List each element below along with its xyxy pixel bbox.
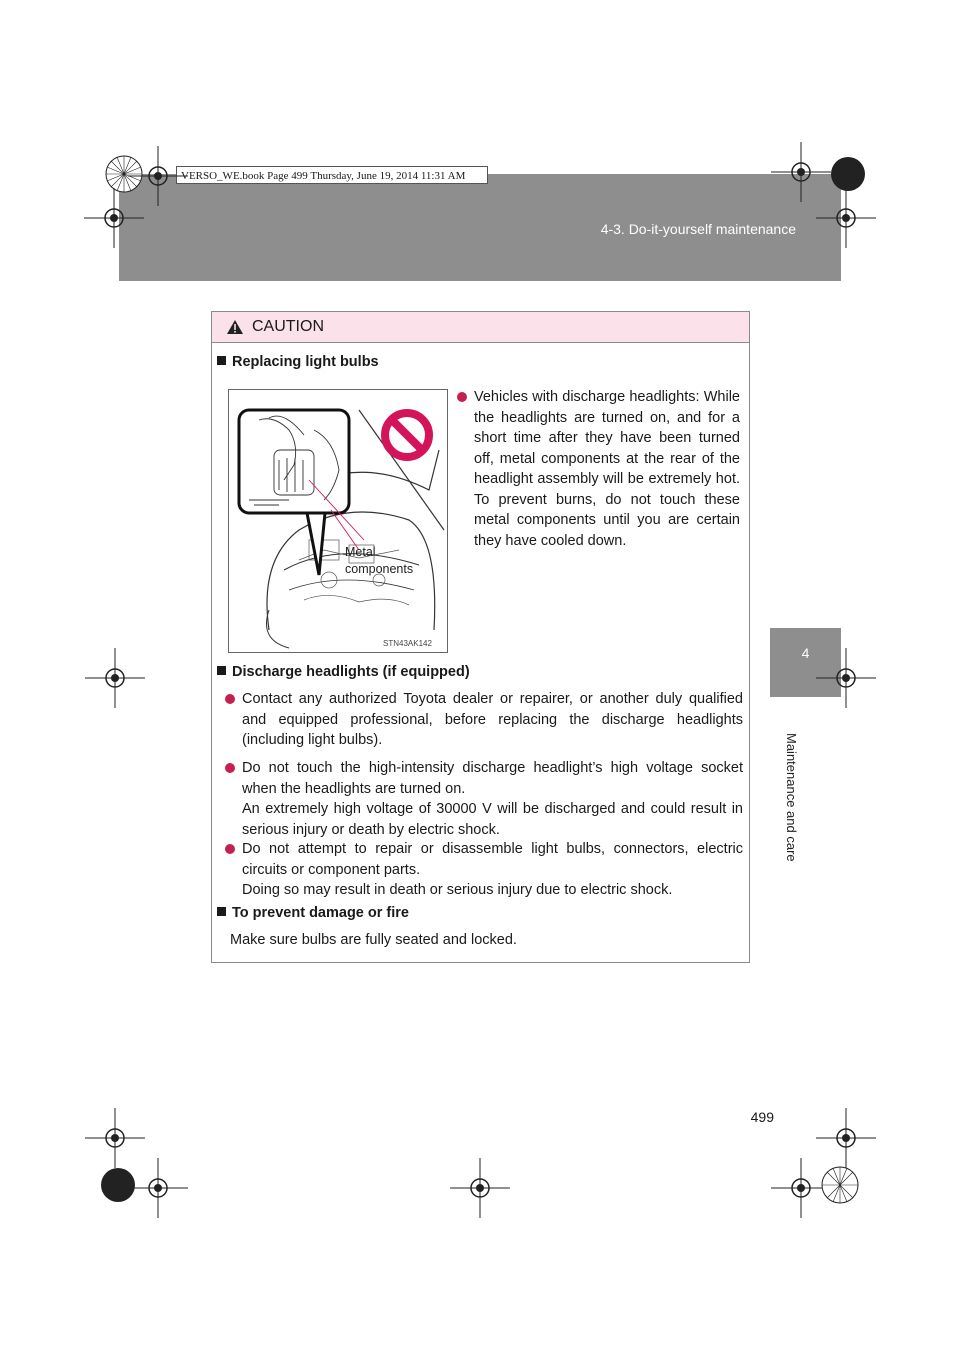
crosshair-icon (771, 1158, 831, 1218)
crosshair-icon (816, 188, 876, 248)
crosshair-icon (450, 1158, 510, 1218)
registration-mark-icon (105, 155, 143, 193)
figure-code: STN43AK142 (383, 639, 432, 648)
crosshair-icon (85, 648, 145, 708)
page-number: 499 (750, 1109, 774, 1125)
bullet-high-voltage: Do not touch the high-intensity discharg… (225, 758, 743, 840)
crosshair-icon (85, 1108, 145, 1168)
caution-title: CAUTION (252, 318, 324, 335)
prohibition-icon (381, 409, 433, 461)
bullet-dot-icon (225, 694, 235, 704)
registration-mark-icon (101, 1168, 135, 1202)
caution-box: CAUTION Replacing light bulbs (211, 311, 750, 963)
book-stamp: VERSO_WE.book Page 499 Thursday, June 19… (176, 166, 488, 184)
bullet-dot-icon (457, 392, 467, 402)
chapter-label: Maintenance and care (784, 733, 799, 862)
heading-replacing-light-bulbs: Replacing light bulbs (217, 354, 379, 370)
callout-label-line1: Metal (345, 545, 376, 559)
bullet-discharge-vehicles: Vehicles with discharge headlights: Whil… (457, 387, 740, 551)
heading-discharge-headlights: Discharge headlights (if equipped) (217, 664, 470, 680)
prevent-damage-text: Make sure bulbs are fully seated and loc… (230, 932, 517, 948)
crosshair-icon (84, 188, 144, 248)
chapter-tab: 4 (770, 628, 841, 697)
registration-mark-icon (821, 1166, 859, 1204)
heading-prevent-damage: To prevent damage or fire (217, 905, 409, 921)
callout-label-line2: components (345, 562, 413, 576)
headlight-illustration: Metal components STN43AK142 (228, 389, 448, 653)
square-bullet-icon (217, 907, 226, 916)
square-bullet-icon (217, 356, 226, 365)
registration-mark-icon (831, 157, 865, 191)
header-band (119, 174, 841, 281)
caution-header: CAUTION (212, 312, 749, 343)
crosshair-icon (816, 648, 876, 708)
bullet-dot-icon (225, 844, 235, 854)
square-bullet-icon (217, 666, 226, 675)
bullet-dot-icon (225, 763, 235, 773)
crosshair-icon (771, 142, 831, 202)
bullet-do-not-repair: Do not attempt to repair or disassemble … (225, 839, 743, 901)
crosshair-icon (128, 1158, 188, 1218)
crosshair-icon (816, 1108, 876, 1168)
bullet-contact-dealer: Contact any authorized Toyota dealer or … (225, 689, 743, 751)
warning-triangle-icon (227, 320, 243, 334)
section-title: 4-3. Do-it-yourself maintenance (600, 221, 796, 237)
crosshair-icon (128, 146, 188, 206)
engine-bay-drawing: Metal components STN43AK142 (237, 408, 445, 649)
